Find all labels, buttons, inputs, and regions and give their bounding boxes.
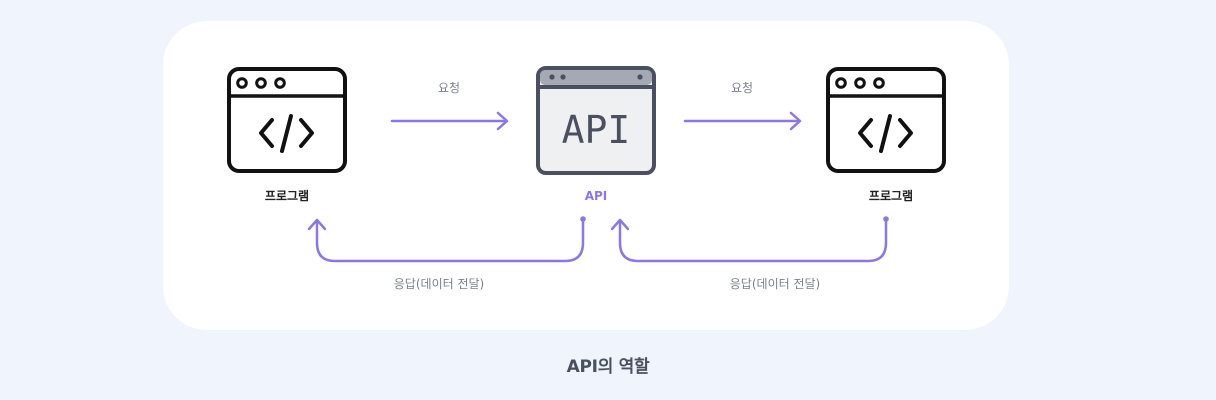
api-window-icon: API — [536, 66, 656, 175]
diagram-caption: API의 역할 — [566, 357, 650, 377]
right-program-label: 프로그램 — [869, 188, 913, 203]
right-program-code-window-icon — [826, 67, 946, 173]
response-arrow-left — [307, 216, 586, 263]
api-label: API — [585, 189, 608, 203]
response-arrow-right — [610, 216, 889, 263]
request-label-right: 요청 — [731, 81, 753, 95]
request-label-left: 요청 — [438, 81, 460, 95]
response-label-right: 응답(데이터 전달) — [730, 277, 820, 291]
api-icon-text: API — [562, 108, 631, 152]
request-arrow-left — [390, 111, 509, 131]
request-arrow-right — [683, 111, 802, 131]
response-label-left: 응답(데이터 전달) — [394, 277, 484, 291]
left-program-label: 프로그램 — [265, 188, 309, 203]
left-program-code-window-icon — [227, 67, 347, 173]
